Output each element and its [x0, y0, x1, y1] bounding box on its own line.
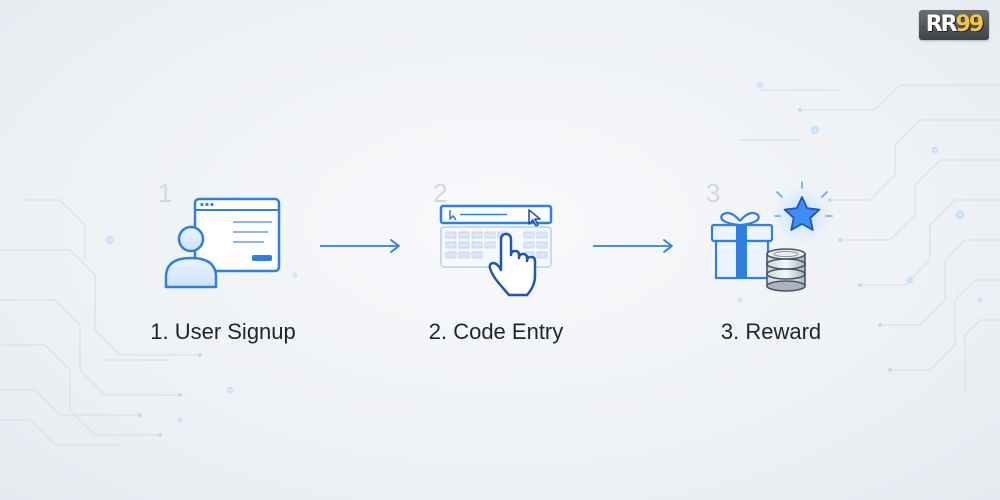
- step-1-label: 1. User Signup: [150, 319, 296, 344]
- brand-logo: RR99: [919, 10, 989, 40]
- step-2-number: 2: [433, 178, 448, 208]
- code-entry-icon: [439, 204, 553, 297]
- flow-arrow-2: [593, 239, 673, 253]
- user-signup-icon: [164, 197, 281, 289]
- step-3-number: 3: [706, 178, 721, 208]
- reward-icon: [710, 181, 833, 292]
- flow-arrow-1: [320, 239, 400, 253]
- step-3-label: 3. Reward: [720, 319, 822, 344]
- step-1-number: 1: [158, 178, 173, 208]
- logo-text: RR99: [925, 12, 984, 37]
- step-2-label: 2. Code Entry: [428, 319, 564, 344]
